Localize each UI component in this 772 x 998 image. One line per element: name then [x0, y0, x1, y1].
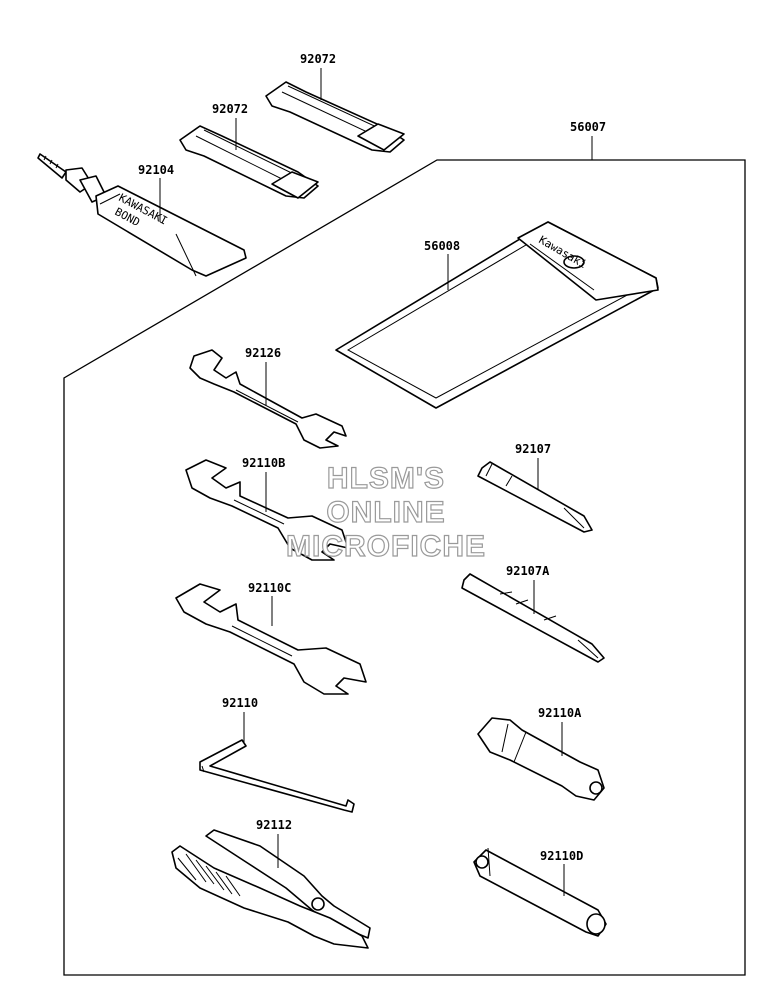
kit-label: 56007	[570, 120, 606, 134]
strap-upper-label: 92072	[300, 52, 336, 66]
hex-key-label: 92110	[222, 696, 258, 710]
bond-label: 92104	[138, 163, 174, 177]
hex-key	[199, 739, 355, 813]
box-wrench-label: 92110D	[540, 849, 583, 863]
wrench-92110b-label: 92110B	[242, 456, 285, 470]
screwdriver-bit	[477, 461, 593, 533]
kit-bracket	[63, 159, 746, 976]
wrench-92110b	[185, 459, 349, 561]
pliers-label: 92112	[256, 818, 292, 832]
plug-wrench	[477, 717, 605, 801]
strap-lower	[179, 125, 319, 199]
watermark-line-1: HLSM'S	[327, 462, 445, 495]
watermark: HLSM'S ONLINE MICROFICHE	[285, 461, 486, 563]
wrench-92110c-label: 92110C	[248, 581, 291, 595]
screwdriver-bit-label: 92107	[515, 442, 551, 456]
strap-lower-label: 92072	[212, 102, 248, 116]
watermark-line-3: MICROFICHE	[286, 530, 486, 563]
wrench-92126	[189, 349, 347, 449]
pliers	[171, 829, 371, 949]
wrench-92126-label: 92126	[245, 346, 281, 360]
wrench-92110c	[175, 583, 367, 695]
plug-wrench-label: 92110A	[538, 706, 582, 720]
screwdriver-grip	[461, 573, 605, 663]
strap-upper	[265, 81, 405, 153]
box-wrench	[473, 847, 607, 937]
watermark-line-2: ONLINE	[326, 496, 445, 529]
tool-bag: Kawasaki	[335, 221, 659, 409]
screwdriver-grip-label: 92107A	[506, 564, 550, 578]
bag-label: 56008	[424, 239, 460, 253]
